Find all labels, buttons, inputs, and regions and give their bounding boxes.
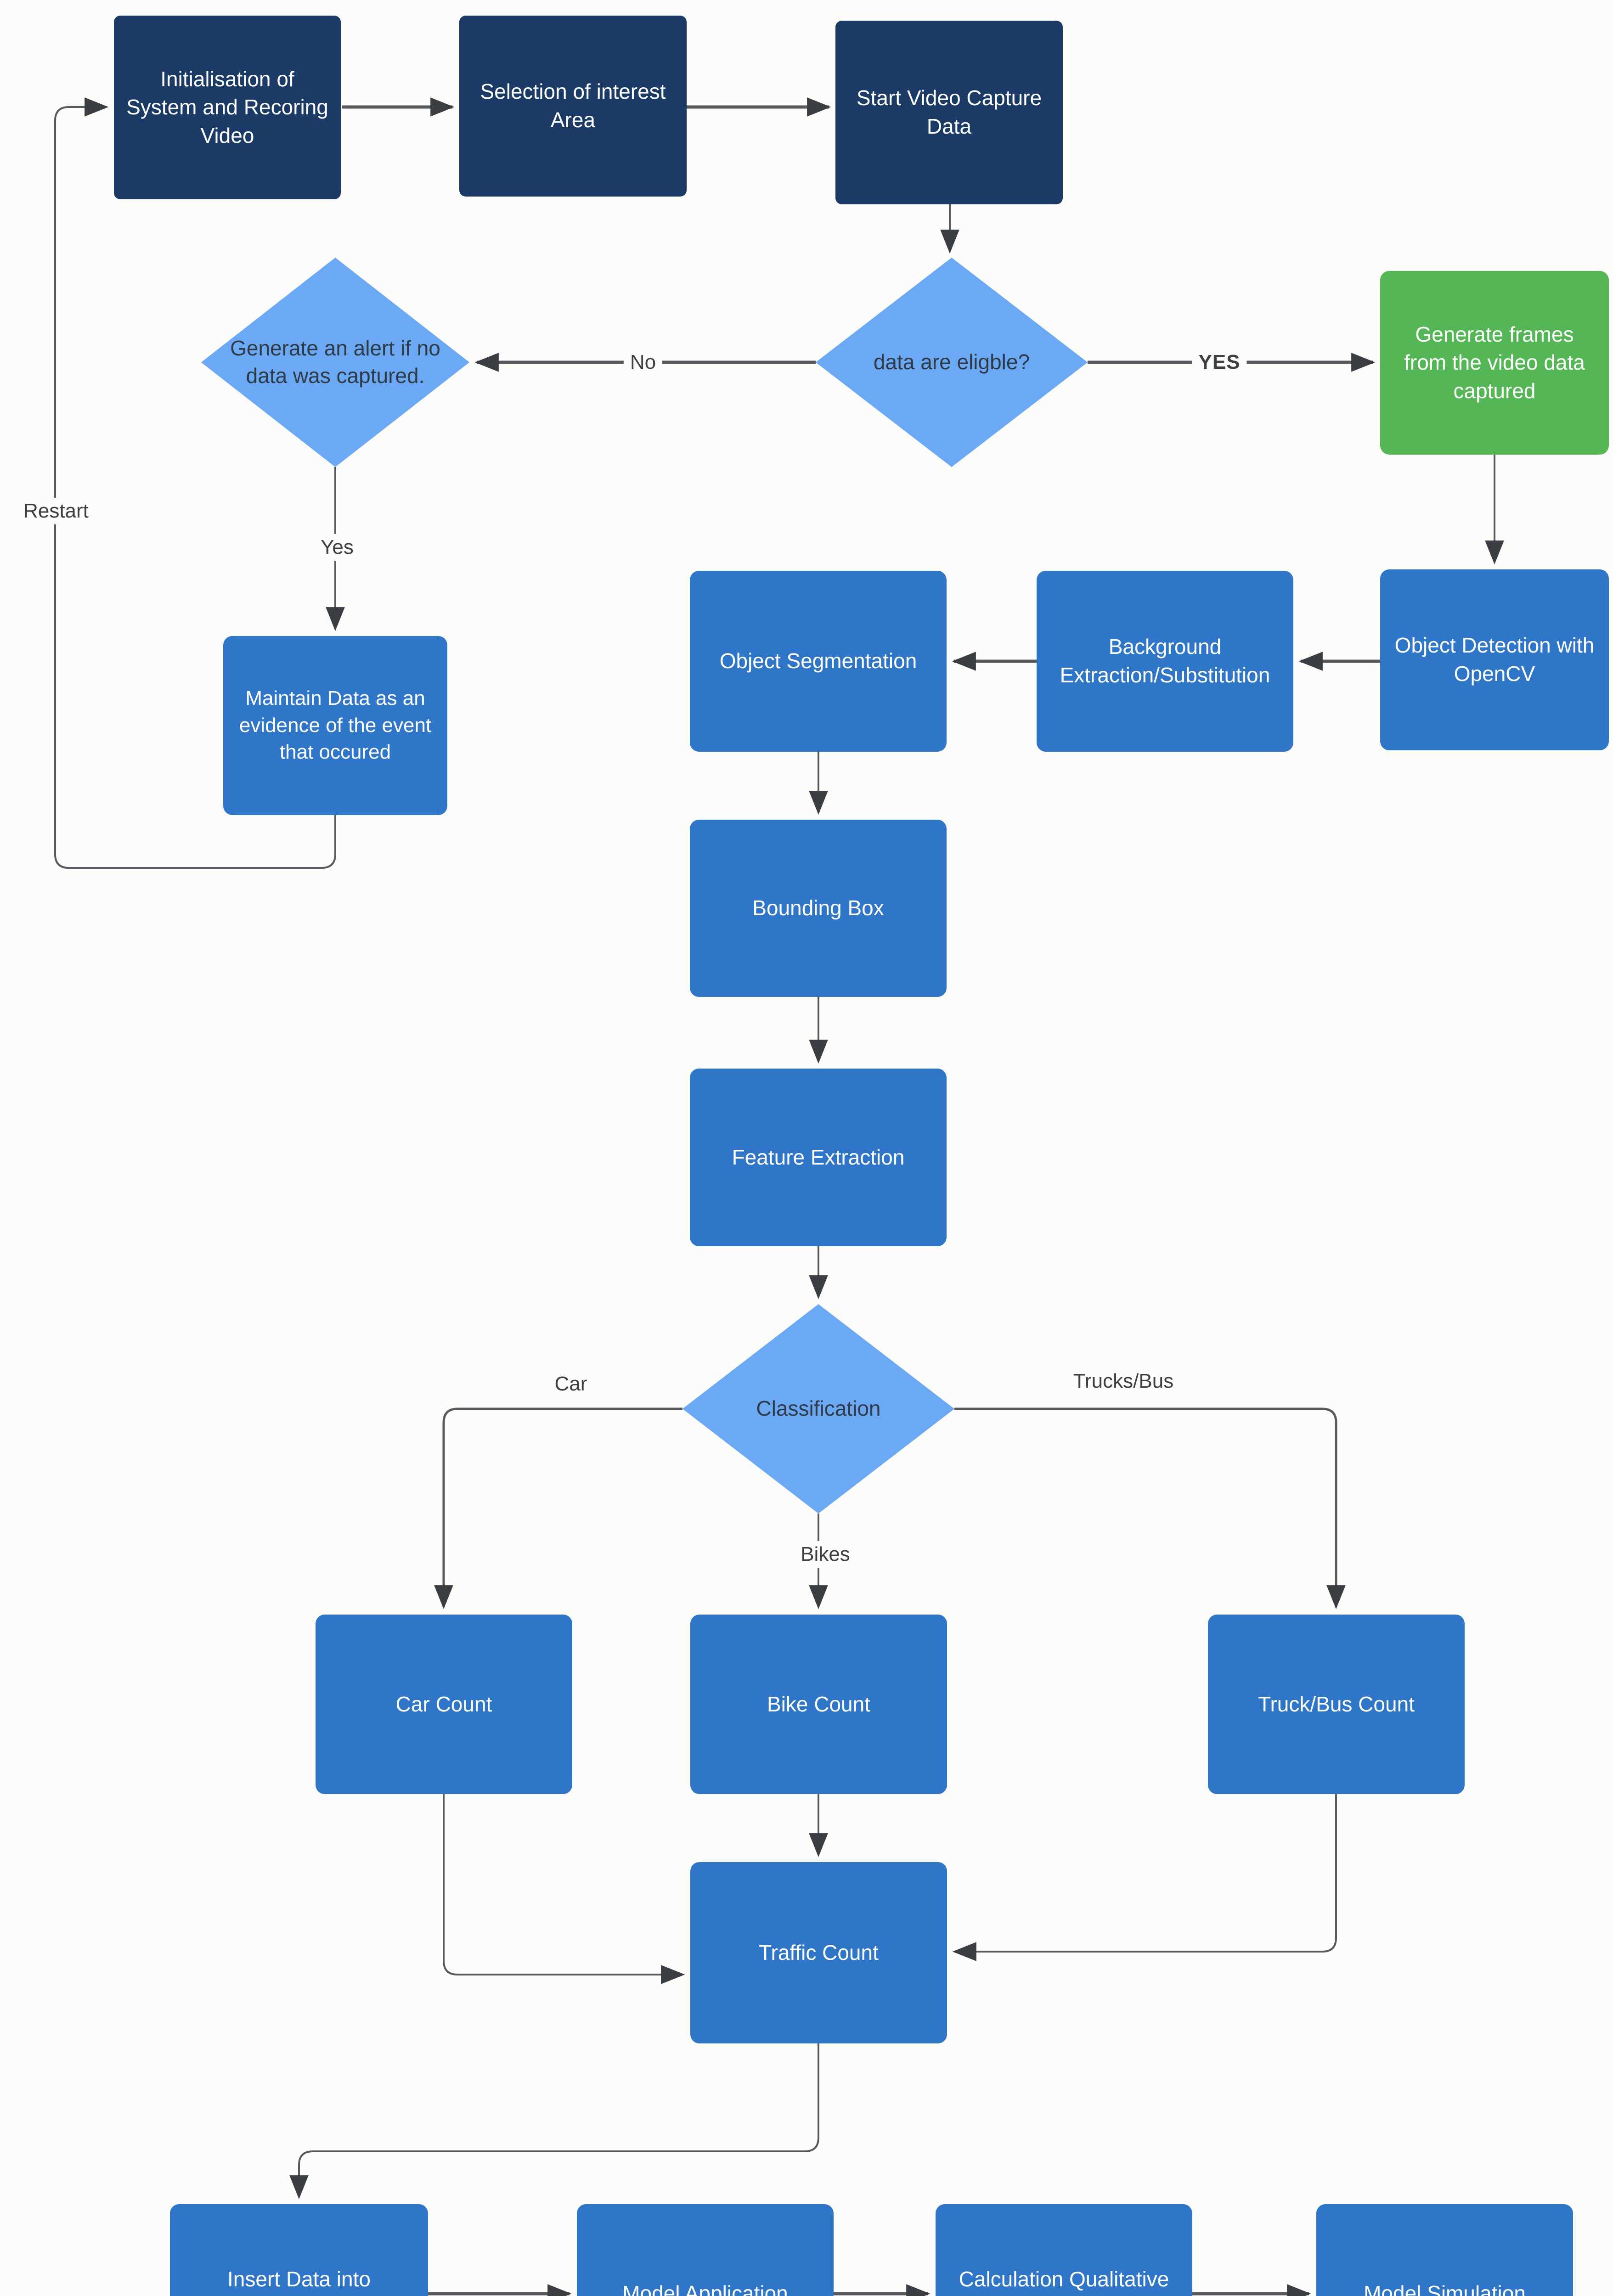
edge-carcount-to-traffic	[443, 1794, 685, 1984]
node-bike-count: Bike Count	[690, 1615, 947, 1794]
node-model-application: Model Application	[577, 2204, 834, 2296]
node-bounding-box: Bounding Box	[690, 820, 947, 997]
node-feature-extraction: Feature Extraction	[690, 1069, 947, 1246]
node-insert-data-synchro-label: Insert Data into "Synchro" Model	[221, 2267, 377, 2296]
node-object-segmentation: Object Segmentation	[690, 571, 947, 752]
node-object-detection-label: Object Detection with OpenCV	[1394, 633, 1595, 686]
edge-label-car: Car	[548, 1371, 594, 1397]
node-traffic-count: Traffic Count	[690, 1862, 947, 2043]
node-insert-data-synchro: Insert Data into "Synchro" Model	[170, 2204, 428, 2296]
node-initialisation-label: Initialisation of System and Recoring Vi…	[126, 67, 328, 147]
node-traffic-count-label: Traffic Count	[759, 1940, 879, 1964]
node-object-segmentation-label: Object Segmentation	[719, 649, 917, 673]
edge-traffic-to-insert	[289, 2043, 819, 2200]
node-initialisation: Initialisation of System and Recoring Vi…	[114, 16, 341, 199]
node-truck-bus-count: Truck/Bus Count	[1208, 1615, 1465, 1794]
node-generate-frames: Generate frames from the video data capt…	[1380, 271, 1609, 455]
node-start-video-capture: Start Video Capture Data	[835, 21, 1063, 204]
decision-classification-label: Classification	[756, 1396, 881, 1421]
node-model-simulation: Model Simulation	[1316, 2204, 1573, 2296]
node-selection-area: Selection of interest Area	[459, 16, 687, 197]
edge-classification-trucksbus	[954, 1407, 1346, 1609]
node-bike-count-label: Bike Count	[767, 1692, 870, 1716]
edge-label-restart: Restart	[17, 498, 95, 524]
node-model-simulation-label: Model Simulation	[1364, 2281, 1526, 2296]
node-car-count: Car Count	[316, 1615, 572, 1794]
decision-generate-alert-label: Generate an alert if no data was capture…	[230, 336, 440, 388]
node-feature-extraction-label: Feature Extraction	[732, 1145, 905, 1169]
decision-data-eligible-label: data are eligble?	[873, 350, 1030, 374]
edge-label-yes: Yes	[314, 534, 360, 561]
node-background-extraction: Background Extraction/Substitution	[1037, 571, 1293, 752]
edge-classification-car	[434, 1407, 682, 1609]
node-model-application-label: Model Application	[622, 2281, 788, 2296]
edge-label-no: No	[623, 349, 663, 376]
node-selection-area-label: Selection of interest Area	[480, 79, 666, 132]
node-car-count-label: Car Count	[395, 1692, 492, 1716]
node-calculation-indicators-label: Calculation Qualitative Traffic Indicato…	[959, 2267, 1169, 2296]
node-maintain-data-label: Maintain Data as an evidence of the even…	[239, 687, 432, 764]
node-maintain-data: Maintain Data as an evidence of the even…	[223, 636, 447, 815]
node-truck-bus-count-label: Truck/Bus Count	[1258, 1692, 1415, 1716]
decision-generate-alert: Generate an alert if no data was capture…	[201, 258, 469, 467]
decision-classification: Classification	[682, 1304, 954, 1514]
edge-truckcount-to-traffic	[952, 1794, 1337, 1961]
edge-label-yes-upper: YES	[1192, 349, 1247, 376]
node-bounding-box-label: Bounding Box	[752, 896, 884, 920]
node-start-video-capture-label: Start Video Capture Data	[856, 86, 1042, 138]
node-calculation-indicators: Calculation Qualitative Traffic Indicato…	[936, 2204, 1192, 2296]
node-object-detection: Object Detection with OpenCV	[1380, 569, 1609, 750]
node-background-extraction-label: Background Extraction/Substitution	[1060, 635, 1270, 687]
node-generate-frames-label: Generate frames from the video data capt…	[1404, 322, 1585, 403]
edge-label-bikes: Bikes	[794, 1541, 857, 1568]
decision-data-eligible: data are eligble?	[816, 258, 1088, 467]
edge-label-trucks-bus: Trucks/Bus	[1066, 1368, 1180, 1395]
